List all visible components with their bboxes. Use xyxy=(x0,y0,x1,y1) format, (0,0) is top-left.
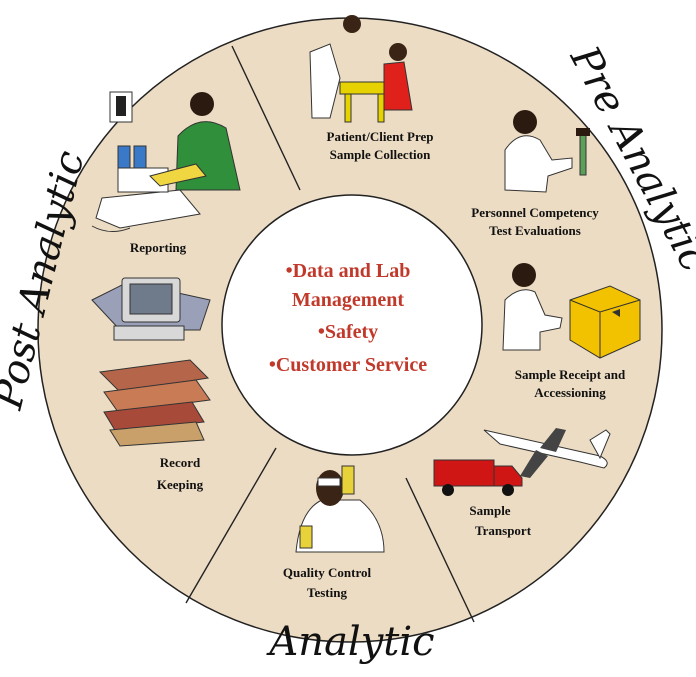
inner-circle xyxy=(221,194,483,456)
label-receipt-1: Sample Receipt and xyxy=(515,367,626,382)
phone-fax-icon xyxy=(91,91,201,232)
center-list: •Data and Lab Management •Safety •Custom… xyxy=(269,260,427,376)
label-record-1: Record xyxy=(160,455,201,470)
center-item-3: •Safety xyxy=(318,321,378,343)
label-transport-2: Transport xyxy=(475,523,532,538)
label-patient-prep-1: Patient/Client Prep xyxy=(327,129,434,144)
segment-dividers xyxy=(185,45,475,623)
center-item-2: Management xyxy=(292,289,405,311)
label-quality-1: Quality Control xyxy=(283,565,372,580)
label-patient-prep-2: Sample Collection xyxy=(330,147,432,162)
center-item-4: •Customer Service xyxy=(269,354,427,376)
label-transport-1: Sample xyxy=(469,503,510,518)
airplane-icon xyxy=(483,428,611,478)
label-personnel-2: Test Evaluations xyxy=(489,223,581,238)
center-item-1: •Data and Lab xyxy=(286,260,411,282)
nurse-reporting-icon xyxy=(149,92,241,191)
package-handler-icon xyxy=(502,263,641,359)
delivery-truck-icon xyxy=(433,459,523,496)
label-personnel-1: Personnel Competency xyxy=(471,205,599,220)
clinician-patient-icon xyxy=(309,15,413,123)
label-quality-2: Testing xyxy=(307,585,347,600)
computer-icon xyxy=(91,277,211,341)
label-record-2: Keeping xyxy=(157,477,204,492)
book-stack-icon xyxy=(98,359,211,447)
lab-technician-icon xyxy=(504,110,590,193)
label-receipt-2: Accessioning xyxy=(534,385,606,400)
scientist-pipette-icon xyxy=(295,465,385,553)
phase-analytic: Analytic xyxy=(265,619,434,665)
label-reporting: Reporting xyxy=(130,240,187,255)
